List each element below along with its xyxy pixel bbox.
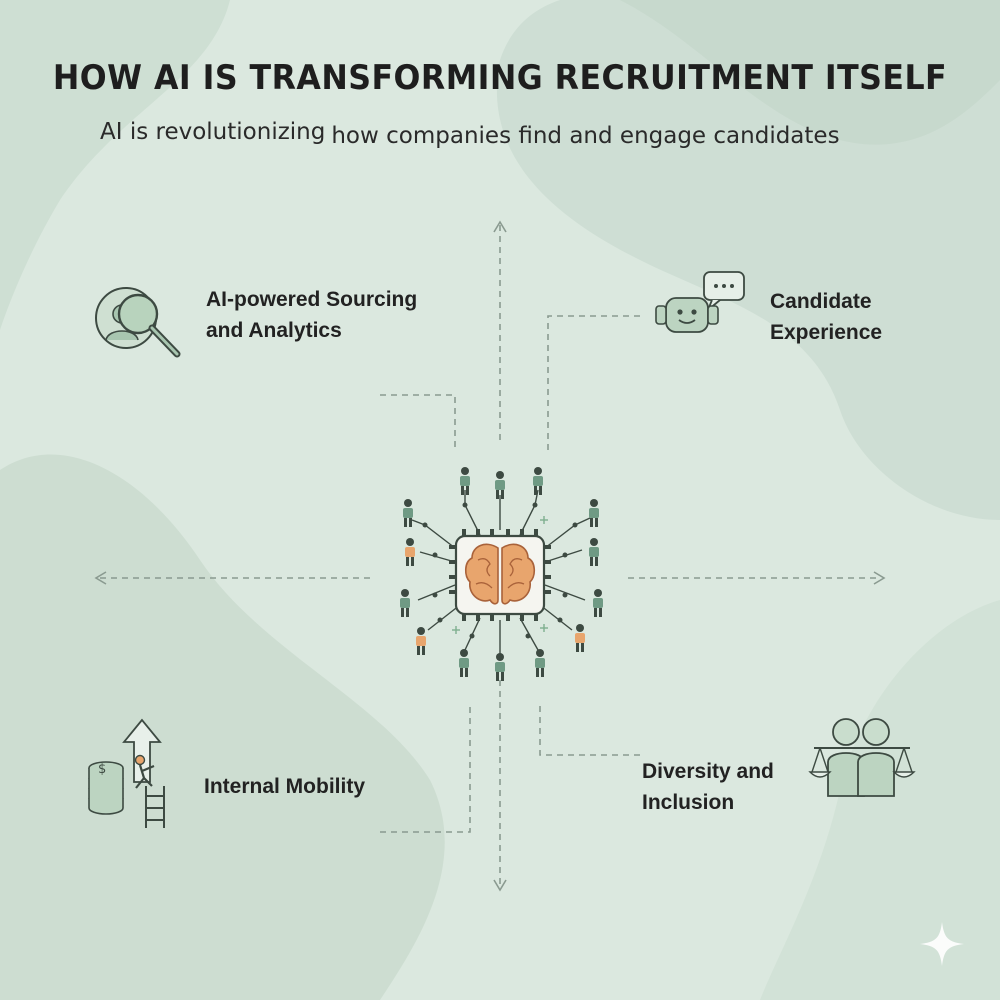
page-title: HOW AI IS TRANSFORMING RECRUITMENT ITSEL…	[52, 58, 948, 98]
label-line: and Analytics	[206, 319, 342, 342]
label-line: Inclusion	[642, 791, 735, 814]
label-line: Candidate	[770, 290, 872, 313]
label-line: AI-powered Sourcing	[206, 288, 418, 311]
label-diversity-inclusion: Diversity and Inclusion	[642, 756, 774, 818]
label-line: Internal Mobility	[204, 775, 366, 798]
label-line: Experience	[770, 321, 883, 344]
magnifier-icon	[95, 287, 181, 358]
label-internal-mobility: Internal Mobility	[204, 771, 365, 802]
label-line: Diversity and	[642, 760, 774, 783]
balance-scale-icon	[808, 718, 916, 797]
subtitle-part-1: AI is revolutionizing	[100, 119, 326, 145]
career-ladder-icon: $	[88, 718, 165, 828]
label-candidate-experience: Candidate Experience	[770, 286, 882, 348]
sparkle-icon	[920, 922, 964, 966]
ai-brain-chip-icon	[400, 467, 603, 681]
svg-text:$: $	[98, 762, 106, 777]
label-sourcing-analytics: AI-powered Sourcing and Analytics	[206, 284, 417, 346]
chatbot-icon	[655, 271, 745, 333]
subtitle-part-2: how companies find and engage candidates	[331, 123, 840, 149]
